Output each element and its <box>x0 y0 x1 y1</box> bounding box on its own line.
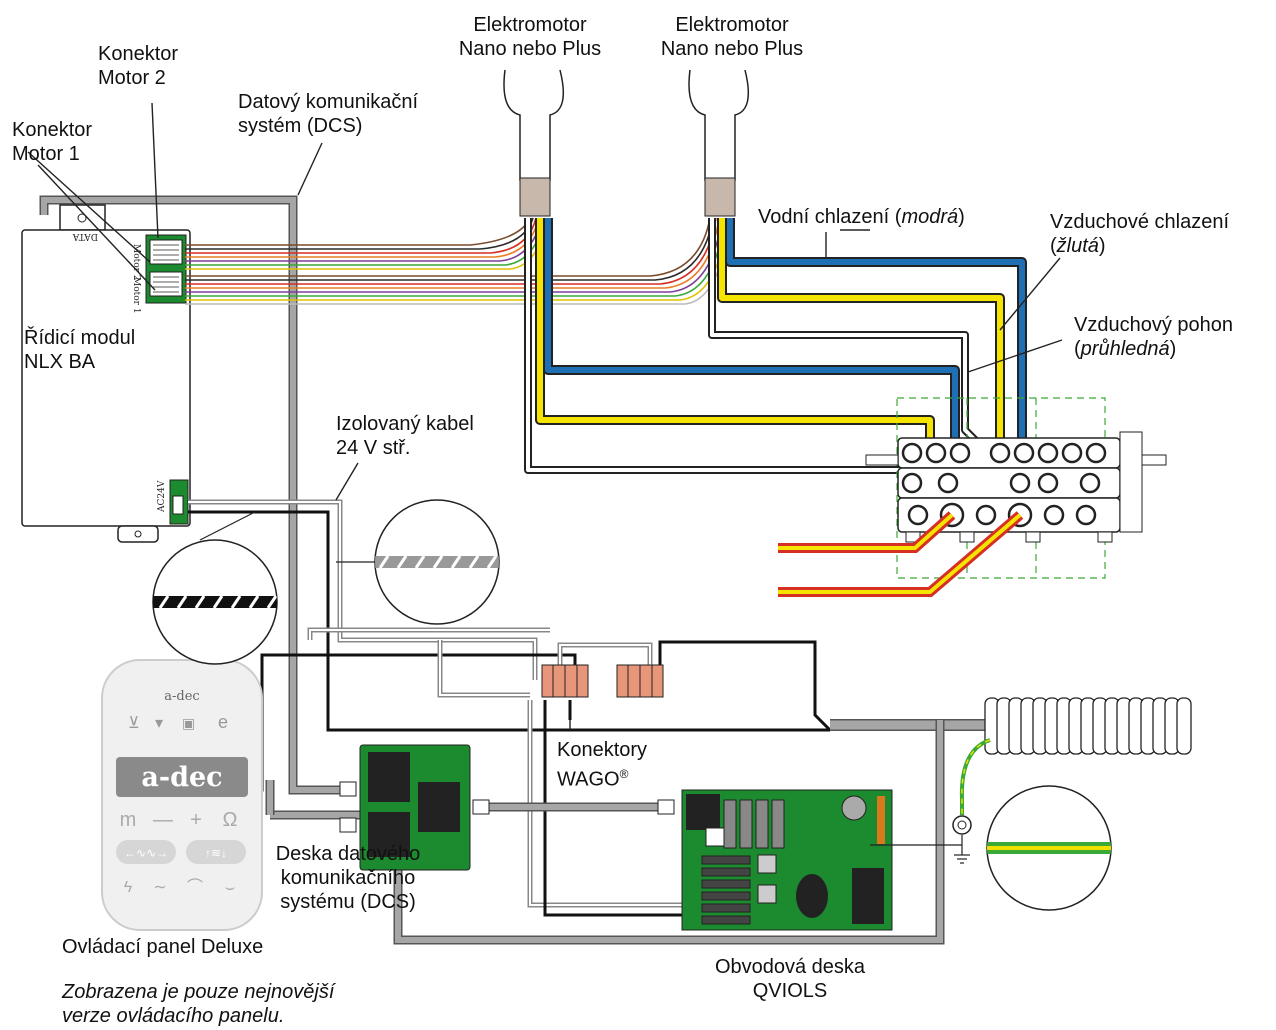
label-vzduchove-line1: Vzduchové chlazení <box>1050 211 1230 233</box>
label-izolovany-line1: Izolovaný kabel <box>336 413 474 435</box>
panel-brand-large: a-dec <box>141 762 222 793</box>
label-vzduchove-italic: žlutá <box>1056 235 1099 257</box>
label-dcs-system-line1: Datový komunikační <box>238 91 419 113</box>
main-grey-cable <box>345 719 985 945</box>
label-deska-dcs-line2: komunikačního <box>280 867 416 889</box>
label-konektor-motor2-line1: Konektor <box>98 43 179 65</box>
label-deska-dcs-line1: Deska datového <box>275 843 421 865</box>
label-izolovany-kabel: Izolovaný kabel 24 V stř. <box>336 412 474 460</box>
coiled-cable <box>984 697 1192 755</box>
zoom-ground-wire <box>986 785 1112 911</box>
label-wago-line2: WAGO <box>557 768 620 791</box>
chair-flat-icon: ∼ <box>153 879 166 896</box>
data-marking: DATA <box>72 231 98 241</box>
label-pohon-pre: ( <box>1074 338 1081 360</box>
dcs-cable <box>39 195 345 820</box>
label-vzduchove-end: ) <box>1098 235 1106 257</box>
zoom-black-white-cable <box>152 511 278 665</box>
label-vzduchove-pre: ( <box>1050 235 1057 257</box>
label-konektor-motor1-line1: Konektor <box>12 119 93 141</box>
label-deska-dcs: Deska datového komunikačního systému (DC… <box>258 842 438 914</box>
label-vzduchovy-pohon: Vzduchový pohon (průhledná) <box>1074 313 1233 361</box>
label-wago-line1: Konektory <box>557 739 648 761</box>
label-pohon-italic: průhledná <box>1080 338 1170 360</box>
label-vzduchove-chlazeni: Vzduchové chlazení (žlutá) <box>1050 210 1229 258</box>
note-line1: Zobrazena je pouze nejnovější <box>62 981 335 1003</box>
dcs-board <box>339 744 471 871</box>
panel-key-m: m <box>120 809 137 831</box>
label-konektor-motor1: Konektor Motor 1 <box>12 118 92 166</box>
dcs-to-qviols-cable <box>472 799 675 815</box>
wago-connector-right <box>616 664 664 698</box>
water-tubes <box>543 218 1027 455</box>
label-pohon-end: ) <box>1169 338 1177 360</box>
supply-tubes <box>778 511 1024 597</box>
qviols-board <box>681 789 962 931</box>
panel-brand-small: a-dec <box>164 689 199 704</box>
chair-return-icon: ⌒ <box>187 878 203 896</box>
label-dcs-system-line2: systém (DCS) <box>238 115 363 137</box>
label-motor-left-line2: Nano nebo Plus <box>458 38 602 60</box>
label-motor-right: Elektromotor Nano nebo Plus <box>642 13 822 61</box>
control-panel-deluxe: a-dec ⊻ ▾ ▣ e a-dec m — + Ω ←∿∿→ ↑≋↓ ϟ ∼… <box>101 659 263 931</box>
label-motor-left-line1: Elektromotor <box>473 14 587 36</box>
label-ridici-line1: Řídicí modul <box>24 327 136 349</box>
label-obvodova-deska: Obvodová deska QVIOLS <box>690 955 890 1003</box>
wago-connector-left <box>541 664 589 698</box>
leader-lines <box>27 102 1063 730</box>
label-ridici-modul: Řídicí modul NLX BA <box>24 326 135 374</box>
label-konektor-motor2-line2: Motor 2 <box>98 67 166 89</box>
label-dcs-system: Datový komunikační systém (DCS) <box>238 90 418 138</box>
label-motor-right-line1: Elektromotor <box>675 14 789 36</box>
label-ovladaci-panel: Ovládací panel Deluxe <box>62 936 264 958</box>
electric-motor-right <box>688 69 750 217</box>
electric-motor-left <box>503 69 565 217</box>
chair-icon: ϟ <box>124 879 133 896</box>
chair-p-icon: ⌣ <box>225 879 236 896</box>
label-izolovany-line2: 24 V stř. <box>336 437 411 459</box>
cup-icon: ▾ <box>155 715 163 732</box>
zoom-grey-white-cable <box>336 499 500 625</box>
panel-key-omega: Ω <box>223 809 238 831</box>
label-pohon-line1: Vzduchový pohon <box>1074 314 1234 336</box>
panel-key-plus: + <box>190 809 202 831</box>
ac24v-marking: AC24V <box>157 480 167 513</box>
motor1-marking: Motor 1 <box>131 277 141 314</box>
motor-wire-bundle <box>185 217 731 305</box>
motor2-marking: Motor 2 <box>131 244 141 281</box>
label-konektory-wago: Konektory WAGO® <box>557 738 647 792</box>
label-vodni-chlazeni: Vodní chlazení (modrá) <box>758 205 965 229</box>
label-vodni-end: ) <box>958 206 965 228</box>
ac24v-cables <box>188 499 832 917</box>
label-motor-left: Elektromotor Nano nebo Plus <box>440 13 620 61</box>
pill-right: ↑≋↓ <box>205 846 227 860</box>
label-obvodova-line2: QVIOLS <box>752 980 828 1002</box>
control-module-nlx-ba: DATA Motor 2 Motor 1 AC24V <box>21 204 191 543</box>
e-icon: e <box>218 712 228 732</box>
label-ridici-line2: NLX BA <box>24 351 96 373</box>
label-konektor-motor2: Konektor Motor 2 <box>98 42 178 90</box>
ground-wire <box>952 738 991 864</box>
bowl-flush-icon: ▣ <box>182 715 195 731</box>
cup-fill-icon: ⊻ <box>128 715 140 732</box>
valve-manifold <box>865 397 1167 579</box>
label-vodni-text: Vodní chlazení ( <box>758 206 902 228</box>
panel-key-minus: — <box>153 809 173 831</box>
label-deska-dcs-line3: systému (DCS) <box>280 891 416 913</box>
label-vodni-italic: modrá <box>901 206 959 228</box>
note-newest-version: Zobrazena je pouze nejnovější verze ovlá… <box>62 980 334 1028</box>
pill-left: ←∿∿→ <box>124 846 168 860</box>
label-obvodova-line1: Obvodová deska <box>714 956 866 978</box>
label-wago-sup: ® <box>619 767 629 781</box>
label-motor-right-line2: Nano nebo Plus <box>660 38 804 60</box>
label-konektor-motor1-line2: Motor 1 <box>12 143 80 165</box>
note-line2: verze ovládacího panelu. <box>62 1005 285 1027</box>
